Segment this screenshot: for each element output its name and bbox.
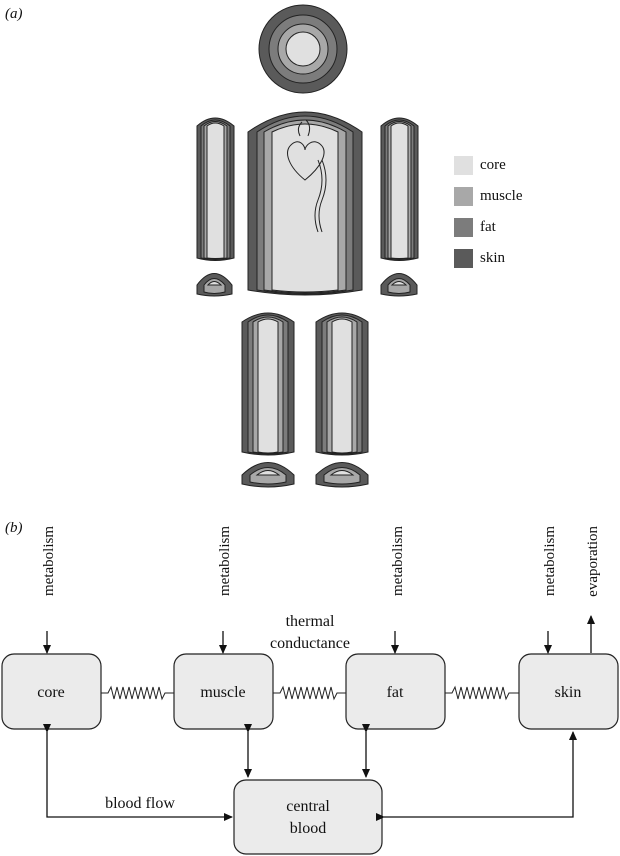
right-hand-section: [380, 273, 418, 297]
right-leg-cylinder: [315, 312, 369, 456]
node-core: core: [1, 653, 102, 730]
label-thermal: thermal: [286, 613, 335, 630]
thermal-network-diagram: core muscle fat skin central blood metab…: [1, 526, 619, 855]
node-muscle-label: muscle: [200, 684, 245, 701]
label-skin-evaporation: evaporation: [585, 526, 601, 597]
spring-muscle-fat: [273, 685, 346, 701]
legend-item-skin: skin: [454, 243, 523, 274]
arrow-blood-skin-loop: [376, 731, 577, 821]
label-core-metabolism: metabolism: [41, 526, 57, 596]
heart-icon: [287, 141, 325, 181]
node-central-blood-label-1: central: [286, 798, 330, 815]
label-skin-metabolism: metabolism: [542, 526, 558, 596]
node-central-blood-label-2: blood: [290, 820, 326, 837]
node-skin-label: skin: [555, 684, 582, 701]
left-arm-cylinder: [196, 117, 235, 261]
left-foot-section: [241, 462, 295, 488]
node-skin: skin: [518, 653, 619, 730]
legend-label-fat: fat: [480, 219, 496, 235]
trunk-cylinder: [247, 111, 363, 296]
label-conductance: conductance: [270, 635, 350, 652]
arrow-blood-core-loop: [43, 724, 233, 821]
left-hand-section: [196, 273, 233, 297]
legend-swatch-muscle: [454, 187, 473, 206]
legend-item-core: core: [454, 150, 523, 181]
legend-swatch-skin: [454, 249, 473, 268]
right-foot-section: [315, 462, 369, 488]
node-fat: fat: [345, 653, 446, 730]
panel-a-label: (a): [5, 6, 23, 22]
spring-fat-skin: [445, 685, 519, 701]
legend-item-fat: fat: [454, 212, 523, 243]
label-blood-flow: blood flow: [105, 795, 175, 812]
layer-legend: core muscle fat skin: [454, 150, 523, 274]
node-core-label: core: [37, 684, 65, 701]
right-arm-cylinder: [380, 117, 419, 261]
body-layer-model: [196, 4, 419, 488]
spring-core-muscle: [101, 685, 174, 701]
label-muscle-metabolism: metabolism: [217, 526, 233, 596]
node-central-blood: central blood: [233, 779, 383, 855]
legend-label-muscle: muscle: [480, 188, 523, 204]
node-muscle: muscle: [173, 653, 274, 730]
legend-swatch-fat: [454, 218, 473, 237]
legend-swatch-core: [454, 156, 473, 175]
node-fat-label: fat: [387, 684, 404, 701]
legend-label-core: core: [480, 157, 506, 173]
panel-b-label: (b): [5, 520, 23, 536]
legend-item-muscle: muscle: [454, 181, 523, 212]
legend-label-skin: skin: [480, 250, 506, 266]
label-fat-metabolism: metabolism: [390, 526, 406, 596]
left-leg-cylinder: [241, 312, 295, 456]
head-cylinder: [258, 4, 348, 94]
